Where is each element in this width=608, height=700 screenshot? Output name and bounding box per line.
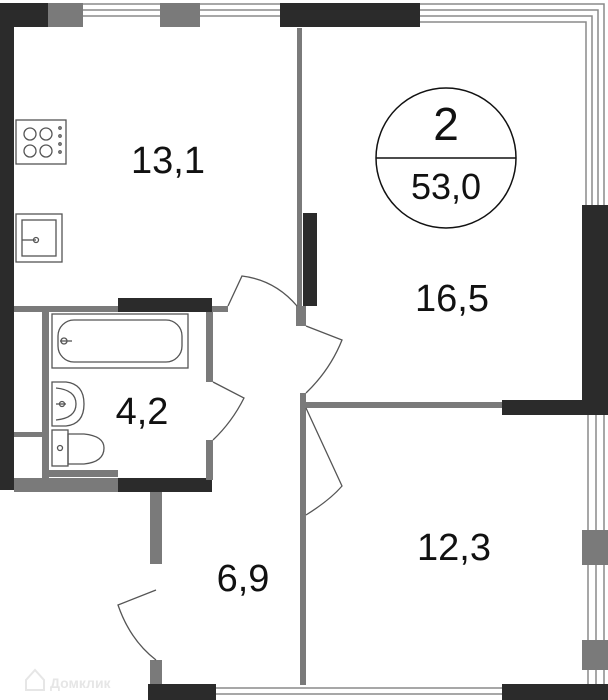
door-bedroom-large <box>305 325 343 394</box>
door-bedroom-small <box>305 407 343 516</box>
watermark-text: Домклик <box>50 675 112 691</box>
toilet-icon <box>51 429 105 467</box>
room-area-hall: 6,9 <box>217 558 270 600</box>
window-bottom <box>215 687 505 695</box>
bathtub-icon <box>51 313 189 369</box>
window-corner-right <box>420 3 605 205</box>
washbasin-icon <box>51 381 85 427</box>
stove-icon <box>15 119 67 165</box>
room-area-bathroom: 4,2 <box>116 391 169 433</box>
room-area-bedroom-large: 16,5 <box>415 278 489 320</box>
door-kitchen <box>227 275 298 307</box>
summary-badge: 2 53,0 <box>375 87 517 229</box>
kitchen-sink-icon <box>15 213 63 263</box>
walls-interior <box>14 28 502 685</box>
door-bathroom <box>212 381 245 441</box>
room-area-bedroom-small: 12,3 <box>417 527 491 569</box>
doors <box>117 275 343 661</box>
door-entrance <box>117 589 157 661</box>
watermark: Домклик <box>25 668 112 691</box>
window-piers <box>48 3 608 670</box>
badge-room-count: 2 <box>433 98 459 150</box>
room-area-kitchen: 13,1 <box>131 140 205 182</box>
badge-total-area: 53,0 <box>411 166 481 207</box>
walls-exterior <box>0 3 608 700</box>
house-logo-icon <box>25 668 45 691</box>
